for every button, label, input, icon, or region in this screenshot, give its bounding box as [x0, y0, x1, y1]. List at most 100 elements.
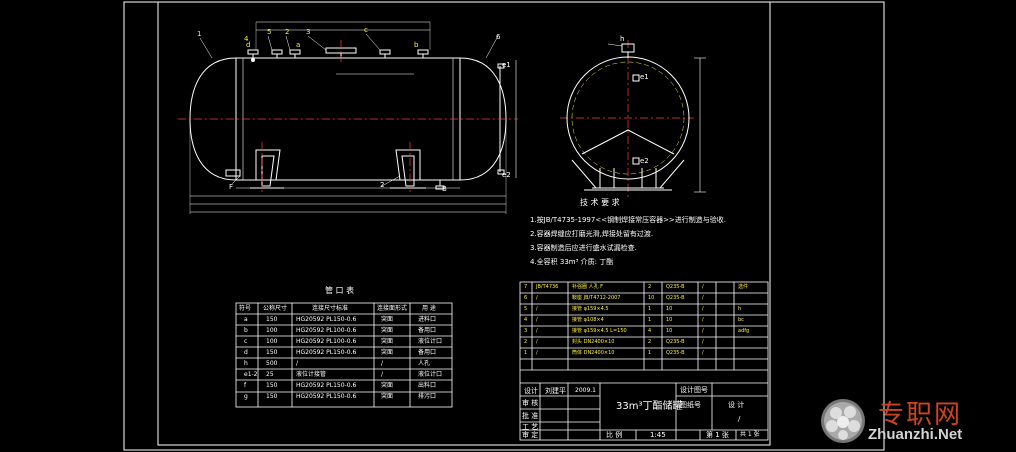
label-e1: e1 [502, 61, 511, 69]
nozzle-cell: 突面 [381, 338, 394, 345]
tech-requirement-4: 4.全容积 33m³ 介质: 丁酯 [530, 258, 614, 266]
label-nozzle-d: d [246, 41, 251, 49]
nozzle-cell: HG20592 PL150-0.6 [296, 316, 357, 323]
parts-cell: 2 [648, 339, 652, 345]
nozzle-cell: HG20592 PL150-0.6 [296, 393, 357, 400]
parts-cell: 鞍座 JB/T4712-2007 [572, 295, 621, 301]
parts-cell: 1 [648, 306, 652, 312]
nozzle-cell: 150 [266, 349, 278, 356]
file-label: 图纸号 [680, 401, 701, 409]
parts-cell: 接管 φ108×4 [572, 317, 604, 323]
nozzle-cell: / [381, 371, 384, 378]
nozzle-cell: 排污口 [418, 393, 437, 400]
parts-cell: / [536, 339, 538, 345]
parts-cell: / [702, 317, 704, 323]
nozzle-cell: 150 [266, 316, 278, 323]
nozzle-cell: c [244, 338, 248, 345]
tech-requirement-3: 3.容器制造后应进行盛水试漏检查. [530, 244, 637, 252]
parts-cell: 1 [648, 350, 652, 356]
parts-cell: Q235-B [666, 295, 685, 301]
parts-cell: 2 [648, 284, 652, 290]
label-nozzle-g: B [442, 185, 447, 193]
nozzle-cell: 液位计口 [418, 338, 443, 345]
nozzle-cell: / [381, 360, 384, 367]
parts-cell: / [536, 306, 538, 312]
label-part-4: 4 [244, 35, 249, 43]
nozzle-table-title: 管 口 表 [325, 286, 355, 295]
nozzle-header-face: 连接面形式 [377, 305, 408, 312]
parts-cell: 4 [648, 328, 652, 334]
review-label: 审 定 [522, 431, 539, 439]
nozzle-cell: 备用口 [418, 349, 437, 356]
label-part-5: 5 [267, 28, 272, 36]
parts-cell: 接管 φ159×4.5 [572, 306, 609, 312]
label-part-3: 3 [306, 28, 311, 36]
nozzle-cell: 100 [266, 327, 278, 334]
parts-cell: adfg [738, 328, 750, 334]
scale-label: 比 例 [606, 431, 623, 439]
drawing-name: 33m³丁酯储罐 [616, 401, 683, 412]
label-part-1: 1 [197, 30, 202, 38]
parts-cell: 5 [524, 306, 528, 312]
nozzle-cell: 出料口 [418, 382, 437, 389]
label-nozzle-a: a [296, 41, 301, 49]
designer-label: 设计 [524, 387, 538, 395]
watermark-logo-icon [821, 399, 865, 443]
parts-cell: / [702, 339, 704, 345]
parts-cell: 2 [524, 339, 528, 345]
process-label: 工 艺 [522, 423, 539, 431]
parts-cell: 10 [666, 328, 673, 334]
watermark-en: Zhuanzhi.Net [868, 426, 963, 443]
nozzle-cell: HG20592 PL150-0.6 [296, 349, 357, 356]
parts-cell: / [702, 306, 704, 312]
design-date: 2009.1 [575, 387, 596, 394]
nozzle-cell: 液位计接管 [296, 371, 327, 378]
nozzle-cell: f [244, 382, 247, 389]
tech-requirements-title: 技 术 要 求 [580, 198, 620, 207]
nozzle-cell: 备用口 [418, 327, 437, 334]
file-value: 设 计 [728, 401, 745, 409]
label-nozzle-b: b [414, 41, 419, 49]
parts-cell: / [702, 328, 704, 334]
nozzle-cell: 突面 [381, 316, 394, 323]
nozzle-cell: HG20592 PL100-0.6 [296, 338, 357, 345]
material-label: 设计图号 [680, 386, 708, 394]
label-side-h: h [620, 35, 625, 43]
parts-cell: 10 [666, 306, 673, 312]
parts-cell: 选件 [738, 284, 749, 290]
parts-cell: Q235-B [666, 339, 685, 345]
label-part-2: 2 [285, 28, 290, 36]
watermark: 专职网 Zhuanzhi.Net [820, 390, 1010, 450]
label-nozzle-c: c [364, 26, 368, 34]
parts-cell: 补强圈 人孔 F [572, 284, 604, 290]
label-e2: e2 [502, 171, 511, 179]
title-block-grid [519, 281, 769, 441]
nozzle-cell: / [296, 360, 299, 367]
parts-cell: JB/T4736 [536, 284, 559, 290]
label-side-e1: e1 [640, 73, 649, 81]
parts-cell: / [536, 317, 538, 323]
nozzle-cell: 突面 [381, 382, 394, 389]
parts-cell: / [702, 350, 704, 356]
parts-cell: 3 [524, 328, 528, 334]
nozzle-cell: HG20592 PL100-0.6 [296, 327, 357, 334]
nozzle-cell: 液位计口 [418, 371, 443, 378]
label-nozzle-f: F [229, 183, 234, 191]
nozzle-cell: e1-2 [244, 371, 258, 378]
nozzle-cell: g [244, 393, 248, 400]
parts-cell: / [702, 284, 704, 290]
parts-cell: Q235-B [666, 284, 685, 290]
nozzle-cell: a [244, 316, 248, 323]
nozzle-cell: 突面 [381, 327, 394, 334]
nozzle-header-use: 用 途 [422, 305, 436, 312]
parts-cell: h [738, 306, 742, 312]
nozzle-cell: 150 [266, 393, 278, 400]
parts-cell: 1 [524, 350, 528, 356]
parts-cell: / [536, 350, 538, 356]
nozzle-cell: b [244, 327, 248, 334]
parts-cell: 筒体 DN2400×10 [572, 350, 615, 356]
tech-requirement-2: 2.容器焊缝应打磨光滑,焊接处留有过渡. [530, 230, 654, 238]
parts-cell: 10 [666, 317, 673, 323]
total-label: 共 1 张 [740, 431, 760, 438]
